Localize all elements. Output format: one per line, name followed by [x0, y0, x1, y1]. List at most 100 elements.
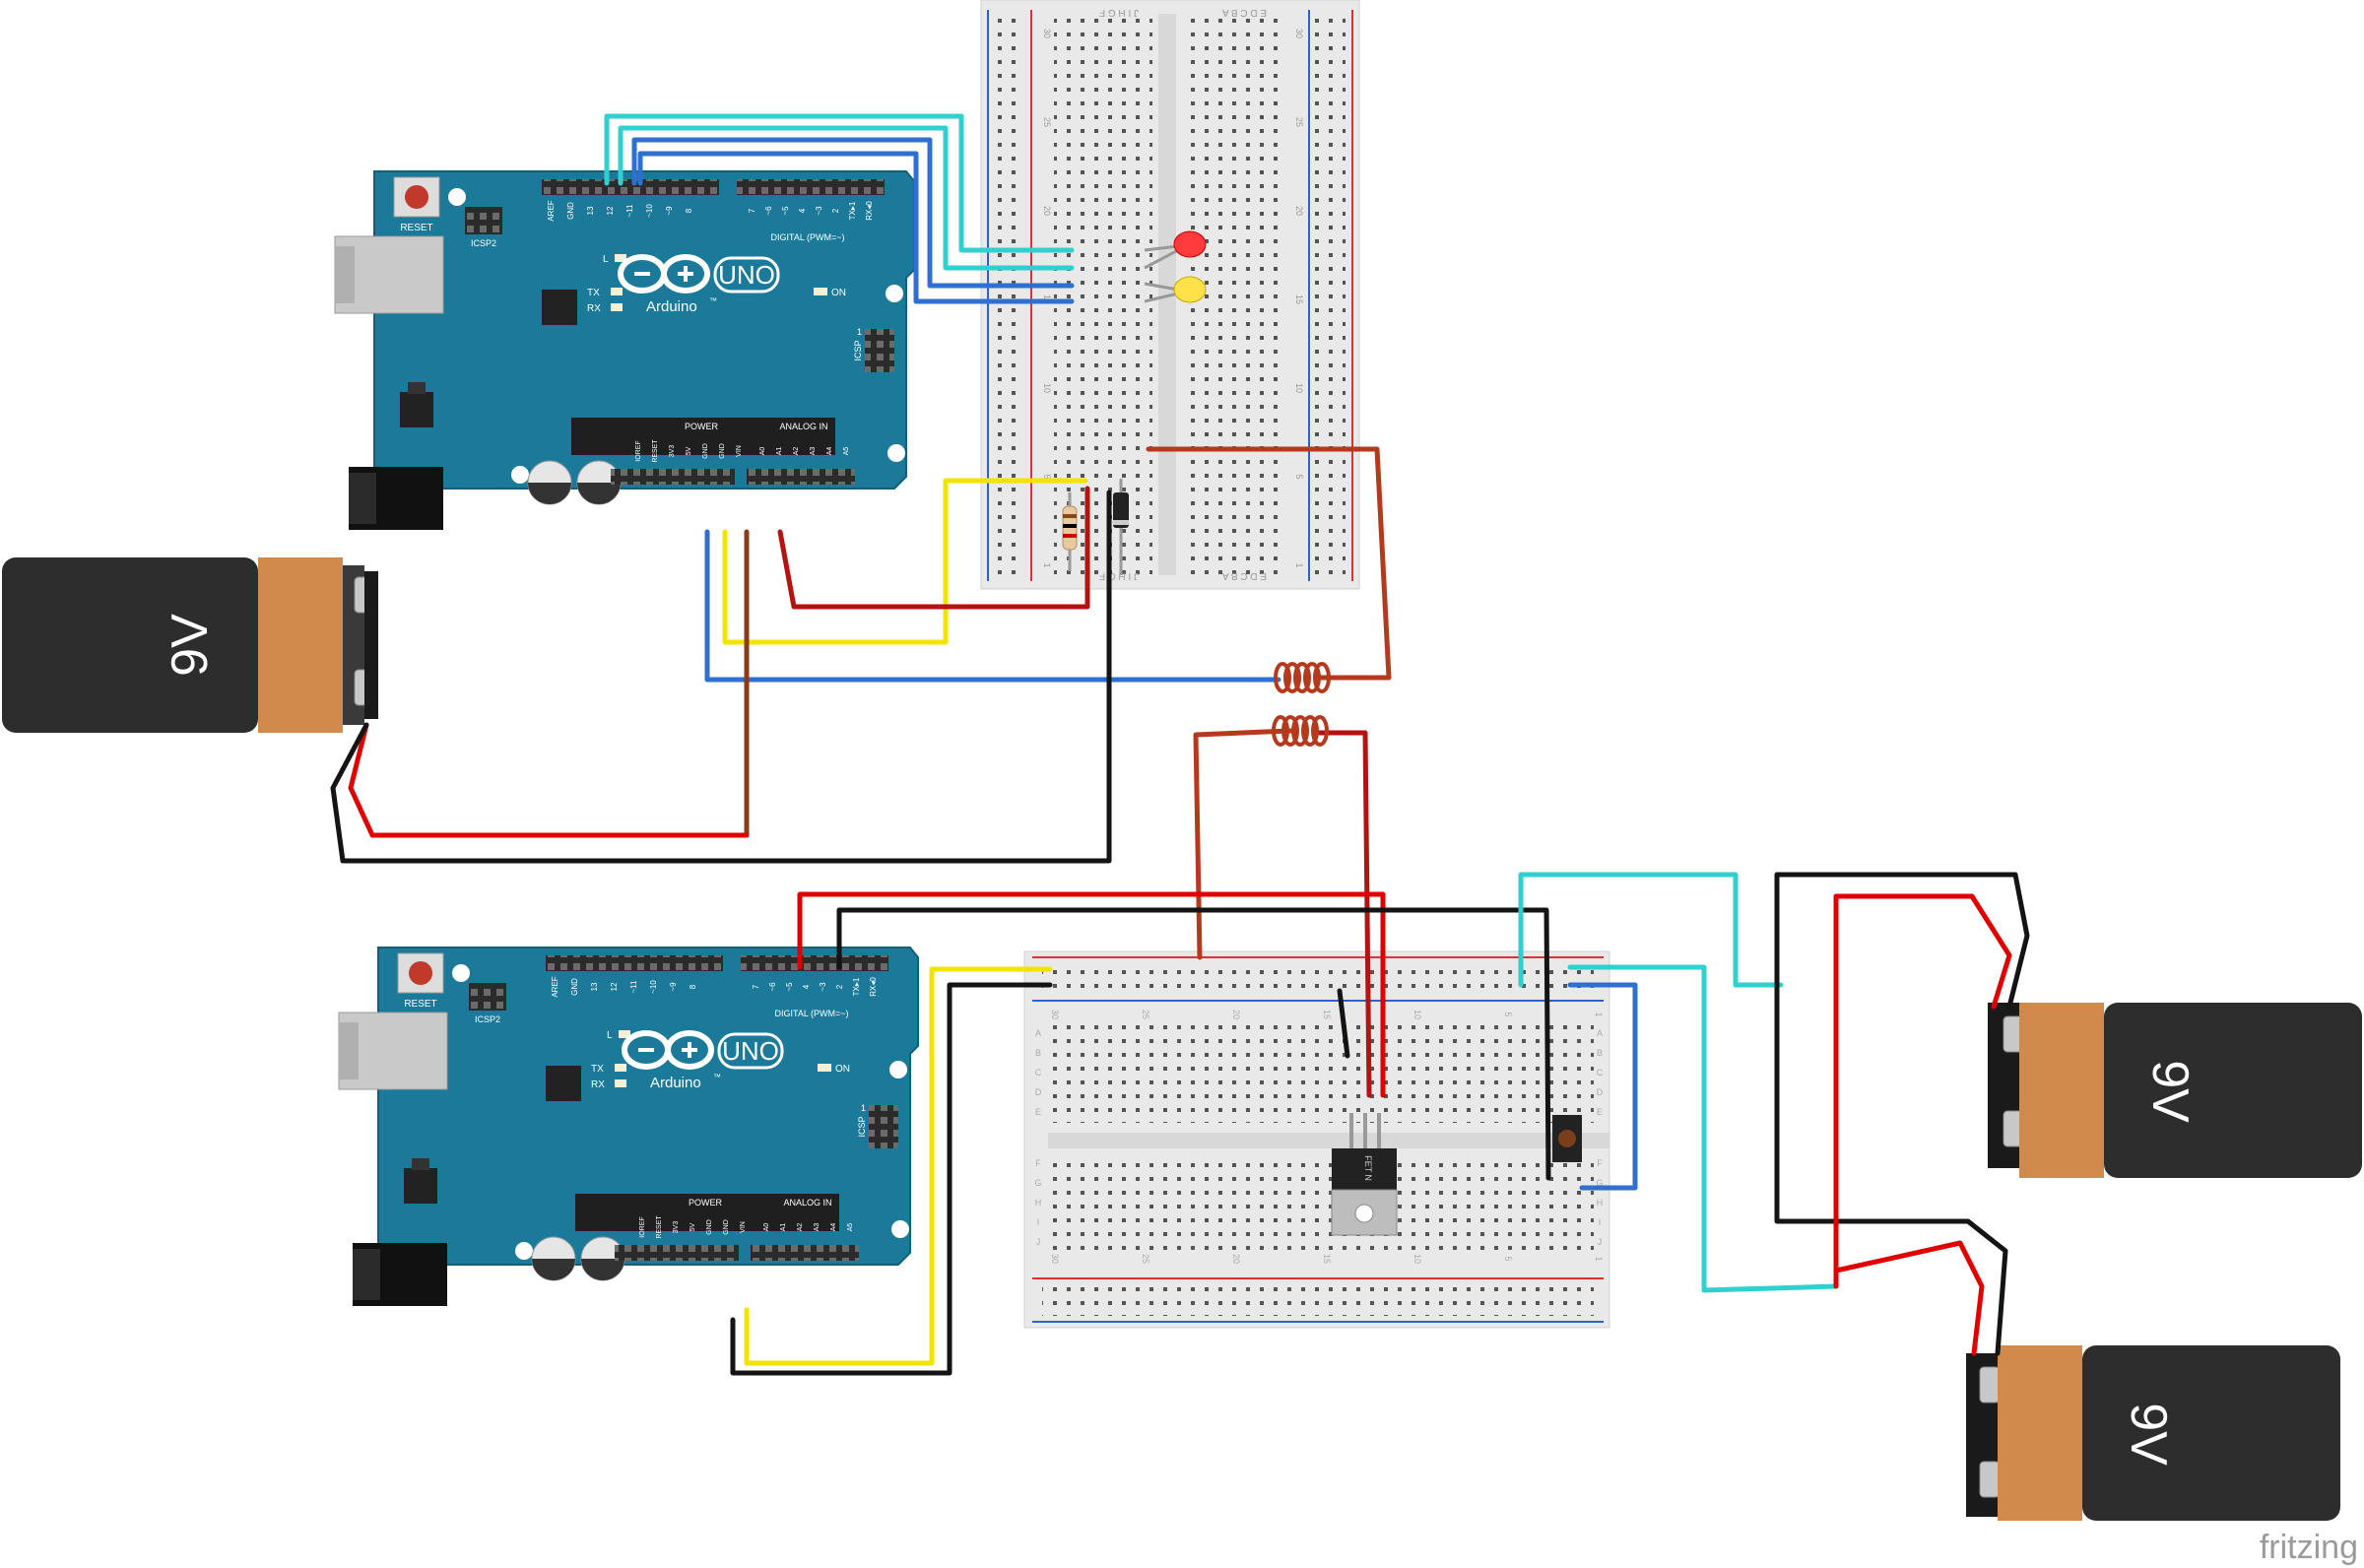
bb-top-letters-right-bottom: E D C B A: [1222, 570, 1267, 581]
bb-top-row-number: 20: [1042, 206, 1052, 216]
icsp-num: 1: [861, 1103, 866, 1113]
top-pin-label: TX▸1: [848, 201, 857, 220]
bb-top-row-number: 20: [1294, 206, 1304, 216]
top-pin-label: 7: [748, 208, 756, 213]
bb-bottom-col-number: 20: [1231, 1010, 1241, 1019]
power-pin-label: VIN: [740, 1221, 747, 1233]
push-button: [1552, 1115, 1582, 1162]
top-pin-label: ~9: [669, 982, 678, 992]
top-pin-label: RX◂0: [869, 977, 878, 997]
fritzing-watermark: fritzing: [2260, 1529, 2358, 1566]
analog-pin-label: A2: [793, 447, 800, 456]
analog-pin-label: A1: [776, 447, 783, 456]
power-pin-label: GND: [723, 1219, 730, 1235]
power-pin-label: RESET: [652, 439, 659, 463]
top-pin-label: ~3: [815, 206, 823, 216]
top-pin-label: AREF: [547, 200, 556, 221]
analog-label: ANALOG IN: [783, 1198, 831, 1208]
battery-right-bottom: 9V: [1966, 1345, 2340, 1521]
led-l-label: L: [603, 254, 609, 265]
bb-bottom-row-letter: F: [1035, 1158, 1041, 1168]
analog-pin-label: A3: [810, 447, 817, 456]
bb-bottom-row-letter: D: [1035, 1087, 1042, 1097]
bb-bottom-row-letter: D: [1597, 1087, 1604, 1097]
power-pin-label: GND: [706, 1219, 713, 1235]
bb-bottom-row-letter: B: [1035, 1048, 1041, 1058]
uno-label: UNO: [722, 1036, 779, 1066]
rx-label: RX: [587, 303, 601, 314]
battery-right-bottom-label: 9V: [2120, 1403, 2177, 1466]
analog-pin-label: A0: [759, 447, 766, 456]
bb-bottom-row-letter: J: [1598, 1237, 1603, 1247]
bb-bottom-col-number: 5: [1503, 1012, 1513, 1016]
led-l-label: L: [607, 1030, 613, 1041]
bb-bottom-row-letter: H: [1597, 1198, 1604, 1208]
bb-bottom-row-letter: B: [1597, 1048, 1603, 1058]
top-pin-label: 4: [802, 984, 811, 989]
bb-top-row-number: 1: [1294, 562, 1304, 567]
bb-bottom-col-number: 5: [1503, 1256, 1513, 1261]
bb-bottom-col-number: 15: [1322, 1010, 1332, 1019]
power-label: POWER: [689, 1198, 723, 1208]
power-pin-label: 3V3: [673, 1221, 680, 1234]
bb-bottom-col-number: 10: [1412, 1254, 1422, 1264]
top-pin-label: ~6: [768, 982, 777, 992]
top-pin-label: ~11: [629, 980, 638, 994]
top-pin-label: ~9: [665, 206, 674, 216]
bb-top-row-number: 15: [1294, 294, 1304, 304]
bb-bottom-row-letter: C: [1597, 1068, 1604, 1078]
arduino-brand: Arduino: [650, 1075, 701, 1091]
bb-top-row-number: 5: [1294, 474, 1304, 479]
top-pin-label: ~10: [645, 204, 654, 218]
inductor-coil-bottom: [1272, 715, 1329, 747]
top-pin-label: TX▸1: [852, 977, 861, 996]
digital-label: DIGITAL (PWM=~): [770, 232, 844, 242]
icsp2-label: ICSP2: [471, 238, 496, 248]
bb-top-letters-left-top: J I H G F: [1099, 7, 1139, 18]
bb-bottom-col-number: 30: [1050, 1254, 1060, 1264]
battery-left-label: 9V: [162, 614, 219, 677]
wires: [330, 113, 2030, 1376]
bb-bottom-col-number: 20: [1231, 1254, 1241, 1264]
bb-bottom-col-number: 30: [1050, 1010, 1060, 1019]
reset-label: RESET: [400, 223, 432, 233]
rx-label: RX: [591, 1079, 605, 1090]
mosfet-label: FET N: [1363, 1155, 1373, 1181]
bb-top-row-number: 30: [1042, 29, 1052, 38]
arduino-brand: Arduino: [646, 298, 697, 315]
battery-right-top: 9V: [1988, 1003, 2362, 1178]
bb-bottom-row-letter: H: [1035, 1198, 1042, 1208]
power-pin-label: IOREF: [639, 1216, 646, 1237]
analog-pin-label: A5: [847, 1223, 854, 1232]
icsp-label: ICSP: [853, 340, 863, 360]
bb-bottom-row-letter: E: [1035, 1107, 1041, 1117]
top-pin-label: ~6: [764, 206, 773, 216]
resistor: [1062, 492, 1078, 571]
top-pin-label: 7: [752, 984, 760, 989]
analog-label: ANALOG IN: [779, 422, 827, 431]
battery-right-top-label: 9V: [2141, 1060, 2199, 1123]
tx-label: TX: [591, 1064, 604, 1075]
top-pin-label: 13: [586, 206, 595, 215]
trademark: ™: [713, 1073, 721, 1081]
bb-bottom-row-letter: F: [1597, 1158, 1603, 1168]
bb-top-row-number: 25: [1294, 117, 1304, 127]
power-label: POWER: [685, 422, 719, 431]
led-yellow: [1144, 276, 1207, 303]
diode: [1113, 479, 1129, 575]
bb-bottom-row-letter: A: [1035, 1028, 1041, 1038]
bb-top-row-number: 25: [1042, 117, 1052, 127]
inductor-coil-top: [1274, 662, 1331, 693]
bb-bottom-row-letter: I: [1037, 1217, 1040, 1227]
top-pin-label: AREF: [551, 976, 559, 997]
analog-pin-label: A4: [826, 447, 833, 456]
on-label: ON: [835, 1064, 850, 1075]
analog-pin-label: A1: [780, 1223, 787, 1232]
bb-top-row-number: 10: [1294, 383, 1304, 393]
bb-top-row-number: 30: [1294, 29, 1304, 38]
mosfet-n: FET N: [1331, 1113, 1398, 1236]
power-pin-label: 5V: [690, 1222, 696, 1231]
